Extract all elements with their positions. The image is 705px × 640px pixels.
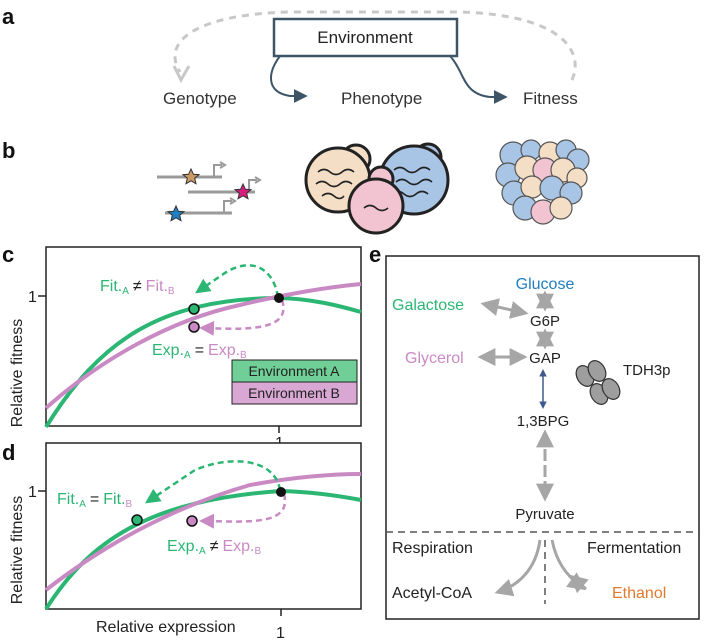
fermentation-label: Fermentation [587, 540, 681, 557]
glycerol-label: Glycerol [405, 350, 464, 367]
y-tick-label: 1 [28, 289, 37, 306]
x-tick-label: 1 [276, 625, 285, 640]
star-icon [166, 204, 186, 222]
curve-environment-b [44, 282, 362, 410]
star-icon [181, 167, 201, 185]
gap-label: GAP [529, 350, 561, 367]
pink-dashed-arrow [199, 493, 287, 529]
acetyl-coa-label: Acetyl-CoA [392, 585, 472, 602]
environment-box [272, 17, 459, 58]
x-axis-label: Relative expression [96, 619, 236, 636]
ethanol-label: Ethanol [612, 585, 666, 602]
fit-annotation: Fit.A=Fit.B [57, 491, 132, 510]
panel-c: c Relative fitness 1 1 Fit.A≠Fit.B Exp.A… [2, 242, 362, 452]
y-axis-label: Relative fitness [9, 319, 26, 428]
green-point [188, 303, 200, 315]
legend-environment-a-label: Environment A [248, 363, 340, 379]
green-point [131, 514, 143, 526]
feedback-arc [173, 10, 577, 81]
tdh3p-protein-icon [575, 360, 621, 405]
yeast-cells-icon [304, 142, 450, 235]
g6p-label: G6P [530, 313, 560, 330]
fitness-label: Fitness [523, 89, 578, 108]
pyruvate-label: Pyruvate [515, 506, 574, 523]
exp-annotation: Exp.A≠Exp.B [167, 538, 261, 557]
panel-letter-a: a [2, 4, 15, 29]
tdh3p-label: TDH3p [623, 362, 671, 379]
panel-letter-b: b [2, 138, 15, 163]
genotype-label: Genotype [163, 89, 237, 108]
exp-annotation: Exp.A=Exp.B [152, 342, 247, 361]
galactose-label: Galactose [392, 297, 464, 314]
galactose-g6p-arrow [480, 298, 529, 319]
y-tick-label: 1 [28, 484, 37, 501]
fit-annotation: Fit.A≠Fit.B [100, 278, 175, 297]
green-dashed-arrow [145, 460, 282, 504]
pink-point [188, 321, 200, 333]
glucose-label: Glucose [516, 276, 575, 293]
legend-environment-b [231, 381, 358, 405]
feedback-arrowhead [172, 65, 191, 84]
yeast-population-icon [495, 139, 590, 225]
panel-letter-c: c [2, 242, 14, 267]
panel-a: a Environment Genotype Phenotype Fitness [2, 4, 578, 108]
star-icon [233, 182, 253, 200]
env-to-fitness-arrow [449, 55, 508, 104]
legend-environment-b-label: Environment B [248, 385, 340, 401]
promoter-variant-icon [157, 161, 262, 222]
green-dashed-arrow [195, 264, 280, 298]
panel-d: d Relative fitness 1 Relative expression… [2, 440, 362, 640]
environment-label: Environment [317, 28, 413, 47]
phenotype-label: Phenotype [341, 89, 422, 108]
panel-letter-e: e [369, 242, 381, 267]
respiration-label: Respiration [392, 540, 473, 557]
panel-letter-d: d [2, 440, 15, 465]
black-point [274, 293, 284, 303]
panel-e: e Glucose Galactose G6P Glycerol GAP TDH… [369, 242, 700, 620]
pink-dashed-arrow [199, 299, 285, 336]
pyruvate-acetylcoa-arrow [494, 539, 542, 597]
pink-point [186, 515, 198, 527]
bpg-label: 1,3BPG [517, 413, 570, 430]
ethanol-reverse-arrow [569, 574, 589, 594]
y-axis-label: Relative fitness [9, 496, 26, 605]
black-point [276, 487, 286, 497]
env-to-phenotype-arrow [270, 55, 308, 103]
panel-b: b [2, 138, 590, 235]
curve-environment-b [44, 472, 362, 592]
curve-environment-a [44, 295, 362, 429]
